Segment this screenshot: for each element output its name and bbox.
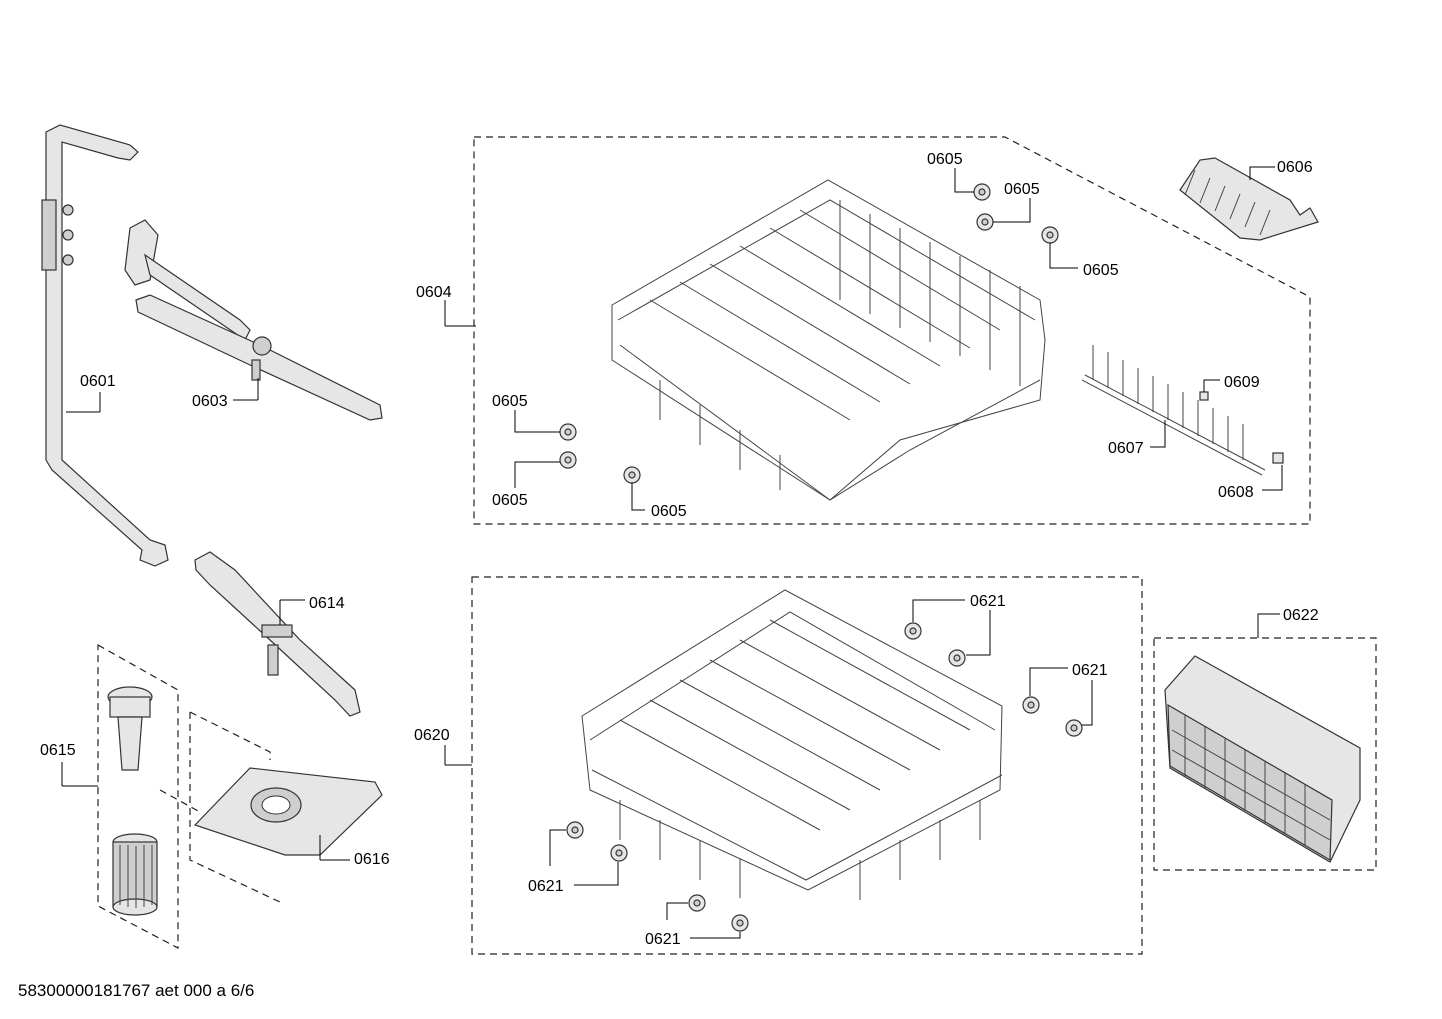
label-0621-c: 0621 xyxy=(528,878,564,895)
label-0601: 0601 xyxy=(80,373,116,390)
label-0603: 0603 xyxy=(192,393,228,410)
roller-0621-e xyxy=(566,821,584,839)
upper-rack-0604 xyxy=(611,179,1046,501)
label-0614: 0614 xyxy=(309,595,345,612)
leader-0606 xyxy=(1249,166,1275,180)
filter-group-box xyxy=(97,643,179,949)
label-0606: 0606 xyxy=(1277,159,1313,176)
leader-0609 xyxy=(1203,379,1220,392)
leader-0621-a2 xyxy=(966,610,991,656)
leader-0607 xyxy=(1150,420,1166,448)
filter-plate-guide-lines xyxy=(189,711,271,760)
label-0605-e: 0605 xyxy=(492,492,528,509)
leader-0621-c2 xyxy=(574,862,619,886)
tine-row-0607 xyxy=(1081,345,1266,476)
leader-0621-b2 xyxy=(1082,680,1093,726)
lower-spray-arm-0614 xyxy=(194,551,361,717)
upper-rack-group-box xyxy=(473,136,1311,525)
leader-0605-a xyxy=(954,168,974,193)
label-0608: 0608 xyxy=(1218,484,1254,501)
cup-shelf-0606 xyxy=(1179,157,1319,241)
leader-0605-c xyxy=(1049,243,1078,269)
roller-0605-a xyxy=(973,183,991,201)
roller-0621-b xyxy=(948,649,966,667)
document-id: 58300000181767 aet 000 a 6/6 xyxy=(18,981,255,1000)
label-0620: 0620 xyxy=(414,727,450,744)
leader-0621-d2 xyxy=(690,932,741,939)
label-0621-a: 0621 xyxy=(970,593,1006,610)
leader-0605-b xyxy=(993,198,1031,223)
leader-0605-e xyxy=(514,461,560,488)
filter-guide-line xyxy=(159,789,201,813)
filter-plate-guide-lines-2 xyxy=(189,712,281,903)
leader-0621-a1 xyxy=(912,599,965,622)
clip-0608 xyxy=(1272,452,1284,464)
roller-0605-e xyxy=(559,451,577,469)
leader-0608 xyxy=(1262,465,1283,491)
label-0604: 0604 xyxy=(416,284,452,301)
label-0605-d: 0605 xyxy=(492,393,528,410)
leader-0605-f xyxy=(631,483,645,511)
roller-0605-f xyxy=(623,466,641,484)
label-0622: 0622 xyxy=(1283,607,1319,624)
roller-0621-h xyxy=(731,914,749,932)
label-0616: 0616 xyxy=(354,851,390,868)
label-0621-d: 0621 xyxy=(645,931,681,948)
label-0609: 0609 xyxy=(1224,374,1260,391)
lower-rack-0620 xyxy=(581,589,1003,900)
roller-0621-g xyxy=(688,894,706,912)
filter-assembly-0615 xyxy=(107,686,158,916)
roller-0605-b xyxy=(976,213,994,231)
label-0605-b: 0605 xyxy=(1004,181,1040,198)
label-0605-a: 0605 xyxy=(927,151,963,168)
cutlery-basket-0622 xyxy=(1164,655,1361,863)
label-0607: 0607 xyxy=(1108,440,1144,457)
roller-0605-d xyxy=(559,423,577,441)
upper-spray-arm-0603 xyxy=(124,219,383,421)
supply-pipe-0601 xyxy=(41,124,169,567)
roller-0621-c xyxy=(1022,696,1040,714)
label-0615: 0615 xyxy=(40,742,76,759)
label-0605-f: 0605 xyxy=(651,503,687,520)
roller-0621-a xyxy=(904,622,922,640)
leader-0622 xyxy=(1257,613,1280,638)
label-0621-b: 0621 xyxy=(1072,662,1108,679)
roller-0605-c xyxy=(1041,226,1059,244)
roller-0621-d xyxy=(1065,719,1083,737)
leader-0605-d xyxy=(514,410,560,433)
cutlery-basket-group-box xyxy=(1153,637,1377,871)
lower-rack-group-box xyxy=(471,576,1143,955)
leader-0621-c1 xyxy=(549,829,566,866)
clip-0609 xyxy=(1199,391,1209,401)
roller-0621-f xyxy=(610,844,628,862)
label-0605-c: 0605 xyxy=(1083,262,1119,279)
leader-0621-b1 xyxy=(1029,667,1068,696)
leader-0621-d1 xyxy=(666,902,688,920)
filter-plate-0616 xyxy=(193,767,383,856)
